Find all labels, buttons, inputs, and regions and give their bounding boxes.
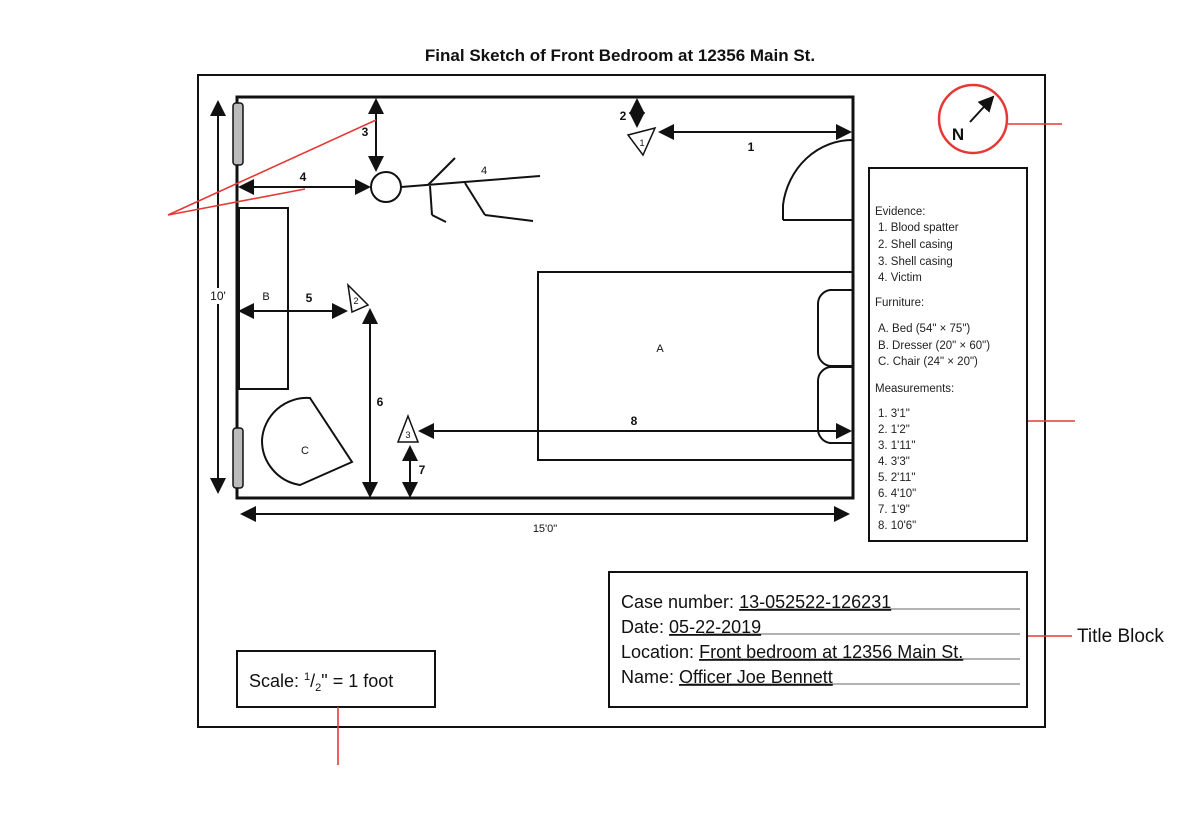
legend-item: B. Dresser (20" × 60") <box>878 340 990 352</box>
case-number-value: 13-052522-126231 <box>739 592 891 612</box>
evidence-marker-2-label: 2 <box>353 296 358 306</box>
name-value: Officer Joe Bennett <box>679 667 833 687</box>
pillow <box>816 366 853 444</box>
evidence-marker-2 <box>346 282 370 314</box>
door-swing <box>782 138 854 220</box>
title-block-lines <box>686 608 1020 685</box>
north-compass: N <box>937 83 1009 155</box>
legend-item: 5. 2'11" <box>878 472 915 484</box>
title-block-callout: Title Block <box>1077 626 1164 647</box>
case-number-field: Case number: 13-052522-126231 <box>621 592 891 612</box>
room-walls <box>235 95 855 500</box>
evidence-marker-3 <box>396 413 420 443</box>
legend-item: 2. 1'2" <box>878 424 910 436</box>
legend-heading-measurements: Measurements: <box>875 383 954 395</box>
scale-box <box>236 650 436 708</box>
dresser <box>238 207 289 390</box>
legend-item: 7. 1'9" <box>878 504 910 516</box>
legend-item: 2. Shell casing <box>878 239 953 251</box>
measurement-label-1: 1 <box>748 140 755 154</box>
callout-lines <box>167 119 1075 765</box>
legend-item: 3. Shell casing <box>878 256 953 268</box>
victim-marker: 4 <box>481 165 487 177</box>
legend-heading-evidence: Evidence: <box>875 206 926 218</box>
legend-item: 1. 3'1" <box>878 408 910 420</box>
height-label: 10' <box>210 289 226 303</box>
measurement-label-2: 2 <box>620 109 627 123</box>
legend-item: 1. Blood spatter <box>878 222 959 234</box>
outer-frame <box>197 74 1046 728</box>
legend-item: 6. 4'10" <box>878 488 916 500</box>
measurement-arrows <box>238 98 852 498</box>
width-label: 15'0" <box>533 523 557 535</box>
chair <box>260 396 354 487</box>
legend-heading-furniture: Furniture: <box>875 297 924 309</box>
legend-item: 8. 10'6" <box>878 520 916 532</box>
measurement-label-5: 5 <box>306 291 313 305</box>
measurement-label-4: 4 <box>300 170 307 184</box>
measurement-label-3: 3 <box>362 125 369 139</box>
victim-figure <box>370 157 541 223</box>
measurement-label-7: 7 <box>419 463 426 477</box>
bed-label: A <box>656 343 664 355</box>
legend-item: 4. Victim <box>878 272 922 284</box>
date-value: 05-22-2019 <box>669 617 761 637</box>
evidence-marker-3-label: 3 <box>405 430 410 440</box>
measurement-label-6: 6 <box>377 395 384 409</box>
measurement-label-8: 8 <box>631 414 638 428</box>
legend: Evidence: 1. Blood spatter 2. Shell casi… <box>875 206 990 532</box>
location-field: Location: Front bedroom at 12356 Main St… <box>621 642 963 662</box>
window-bottom <box>232 427 244 489</box>
legend-item: C. Chair (24" × 20") <box>878 356 978 368</box>
chair-label: C <box>301 445 309 457</box>
name-field: Name: Officer Joe Bennett <box>621 667 833 687</box>
legend-item: 4. 3'3" <box>878 456 910 468</box>
north-label: N <box>952 125 964 144</box>
legend-item: A. Bed (54" × 75") <box>878 323 970 335</box>
window-top <box>232 102 244 166</box>
scale-text: Scale: 1/2" = 1 foot <box>249 671 393 694</box>
evidence-marker-1-label: 1 <box>639 138 644 148</box>
date-field: Date: 05-22-2019 <box>621 617 761 637</box>
dresser-label: B <box>262 291 269 303</box>
legend-item: 3. 1'11" <box>878 440 915 452</box>
sketch-title: Final Sketch of Front Bedroom at 12356 M… <box>425 46 815 65</box>
location-value: Front bedroom at 12356 Main St. <box>699 642 963 662</box>
pillow <box>816 289 853 367</box>
title-block <box>608 571 1028 708</box>
evidence-marker-1 <box>626 126 657 157</box>
legend-box <box>868 167 1028 542</box>
